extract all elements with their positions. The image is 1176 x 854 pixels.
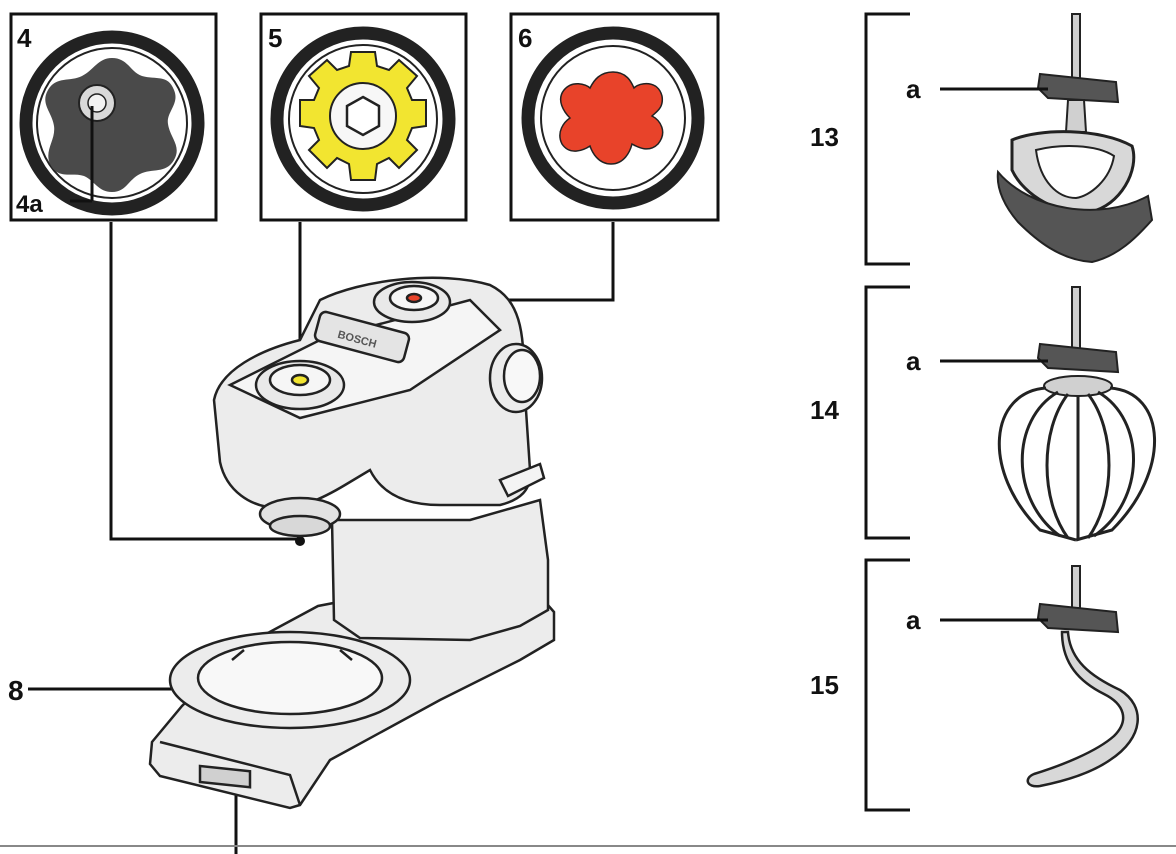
- callout-14: 14: [810, 395, 839, 425]
- detail-box-6: 6: [509, 12, 720, 222]
- callout-6: 6: [518, 23, 532, 53]
- callout-15: 15: [810, 670, 839, 700]
- tool-15-callout-a: a: [906, 605, 921, 635]
- scale-display: [198, 764, 252, 789]
- callout-5: 5: [268, 23, 282, 53]
- drive-4-hub: [45, 58, 177, 192]
- callout-8: 8: [8, 675, 24, 706]
- kitchen-machine: BOSCH: [148, 276, 556, 810]
- callout-13: 13: [810, 122, 839, 152]
- machine-column: [330, 498, 550, 642]
- tool-14-whisk: [997, 286, 1157, 542]
- drive-6-flower: [559, 71, 664, 165]
- callout-4a: 4a: [16, 191, 43, 218]
- detail-box-5: 5: [259, 12, 468, 222]
- tool-13-callout-a: a: [906, 74, 921, 104]
- tool-13-beater: [996, 13, 1154, 264]
- tool-brackets: [864, 12, 910, 812]
- callout-4: 4: [17, 23, 32, 53]
- tool-14-callout-a: a: [906, 346, 921, 376]
- tool-15-dough-hook: [1026, 565, 1139, 788]
- detail-box-4: 4 4a: [9, 12, 218, 222]
